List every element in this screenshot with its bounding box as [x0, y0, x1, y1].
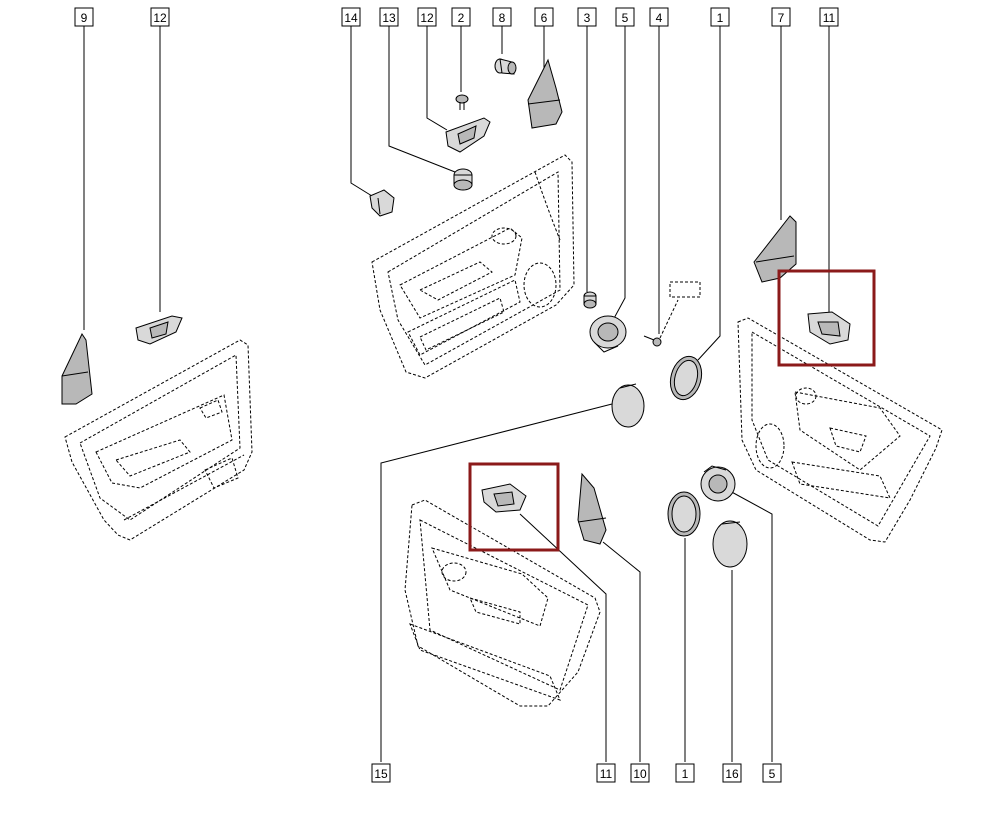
- callout-15: 15: [371, 763, 391, 783]
- door-trim-panel-top: [371, 154, 575, 379]
- svg-text:12: 12: [153, 11, 167, 25]
- callout-7: 7: [771, 7, 791, 27]
- svg-text:10: 10: [633, 767, 647, 781]
- callout-8: 8: [492, 7, 512, 27]
- svg-text:8: 8: [499, 11, 506, 25]
- round-speaker-grille-icon: [669, 355, 703, 401]
- grommet-icon: [453, 168, 473, 191]
- svg-text:5: 5: [622, 11, 629, 25]
- triangular-mirror-cover-icon: [577, 472, 607, 545]
- callout-11: 11: [819, 7, 839, 27]
- door-handle-surround-icon: [135, 315, 183, 345]
- svg-text:9: 9: [81, 11, 88, 25]
- callout-9: 9: [74, 7, 94, 27]
- callout-1: 1: [710, 7, 730, 27]
- svg-text:11: 11: [823, 11, 836, 25]
- highlight-box-right-handle: [777, 269, 876, 367]
- speaker-cover-icon: [611, 383, 645, 428]
- plug-icon: [583, 291, 597, 309]
- highlight-box-bottom-handle: [468, 462, 560, 552]
- svg-text:5: 5: [769, 767, 776, 781]
- speaker-bracket-icon: [700, 465, 736, 502]
- door-trim-panel-bottom: [404, 499, 601, 707]
- callout-14: 14: [341, 7, 361, 27]
- svg-text:15: 15: [374, 767, 388, 781]
- callout-13: 13: [379, 7, 399, 27]
- callout-10: 10: [630, 763, 650, 783]
- callout-5: 5: [762, 763, 782, 783]
- callout-12: 12: [150, 7, 170, 27]
- leader-lines: [83, 26, 830, 762]
- svg-text:3: 3: [584, 11, 591, 25]
- door-trim-panel-right: [737, 317, 943, 543]
- clip-icon: [369, 189, 395, 217]
- door-handle-surround-icon: [445, 117, 491, 153]
- svg-text:4: 4: [656, 11, 663, 25]
- triangular-mirror-cover-icon: [527, 58, 563, 129]
- callout-12: 12: [417, 7, 437, 27]
- door-handle-surround-icon: [481, 483, 527, 513]
- triangular-mirror-cover-icon: [753, 215, 797, 283]
- callout-3: 3: [577, 7, 597, 27]
- plug-icon: [494, 58, 517, 75]
- svg-text:14: 14: [344, 11, 358, 25]
- door-handle-surround-icon: [807, 311, 851, 345]
- svg-text:11: 11: [600, 767, 613, 781]
- callout-5: 5: [615, 7, 635, 27]
- reference-box-icon: [669, 281, 701, 298]
- callout-16: 16: [722, 763, 742, 783]
- svg-text:7: 7: [778, 11, 785, 25]
- speaker-bracket-icon: [589, 315, 627, 353]
- svg-text:1: 1: [717, 11, 724, 25]
- callout-11: 11: [596, 763, 616, 783]
- triangular-mirror-cover-icon: [61, 332, 93, 405]
- screw-icon: [455, 94, 469, 110]
- svg-text:6: 6: [541, 11, 548, 25]
- round-speaker-grille-icon: [667, 491, 701, 537]
- callout-4: 4: [649, 7, 669, 27]
- callout-6: 6: [534, 7, 554, 27]
- callout-1: 1: [675, 763, 695, 783]
- svg-text:1: 1: [682, 767, 689, 781]
- svg-text:13: 13: [382, 11, 396, 25]
- screw-icon: [643, 299, 679, 347]
- svg-text:2: 2: [458, 11, 465, 25]
- callout-2: 2: [451, 7, 471, 27]
- svg-text:16: 16: [725, 767, 739, 781]
- door-trim-panel-left: [64, 339, 253, 541]
- speaker-cover-icon: [712, 520, 748, 568]
- svg-text:12: 12: [420, 11, 434, 25]
